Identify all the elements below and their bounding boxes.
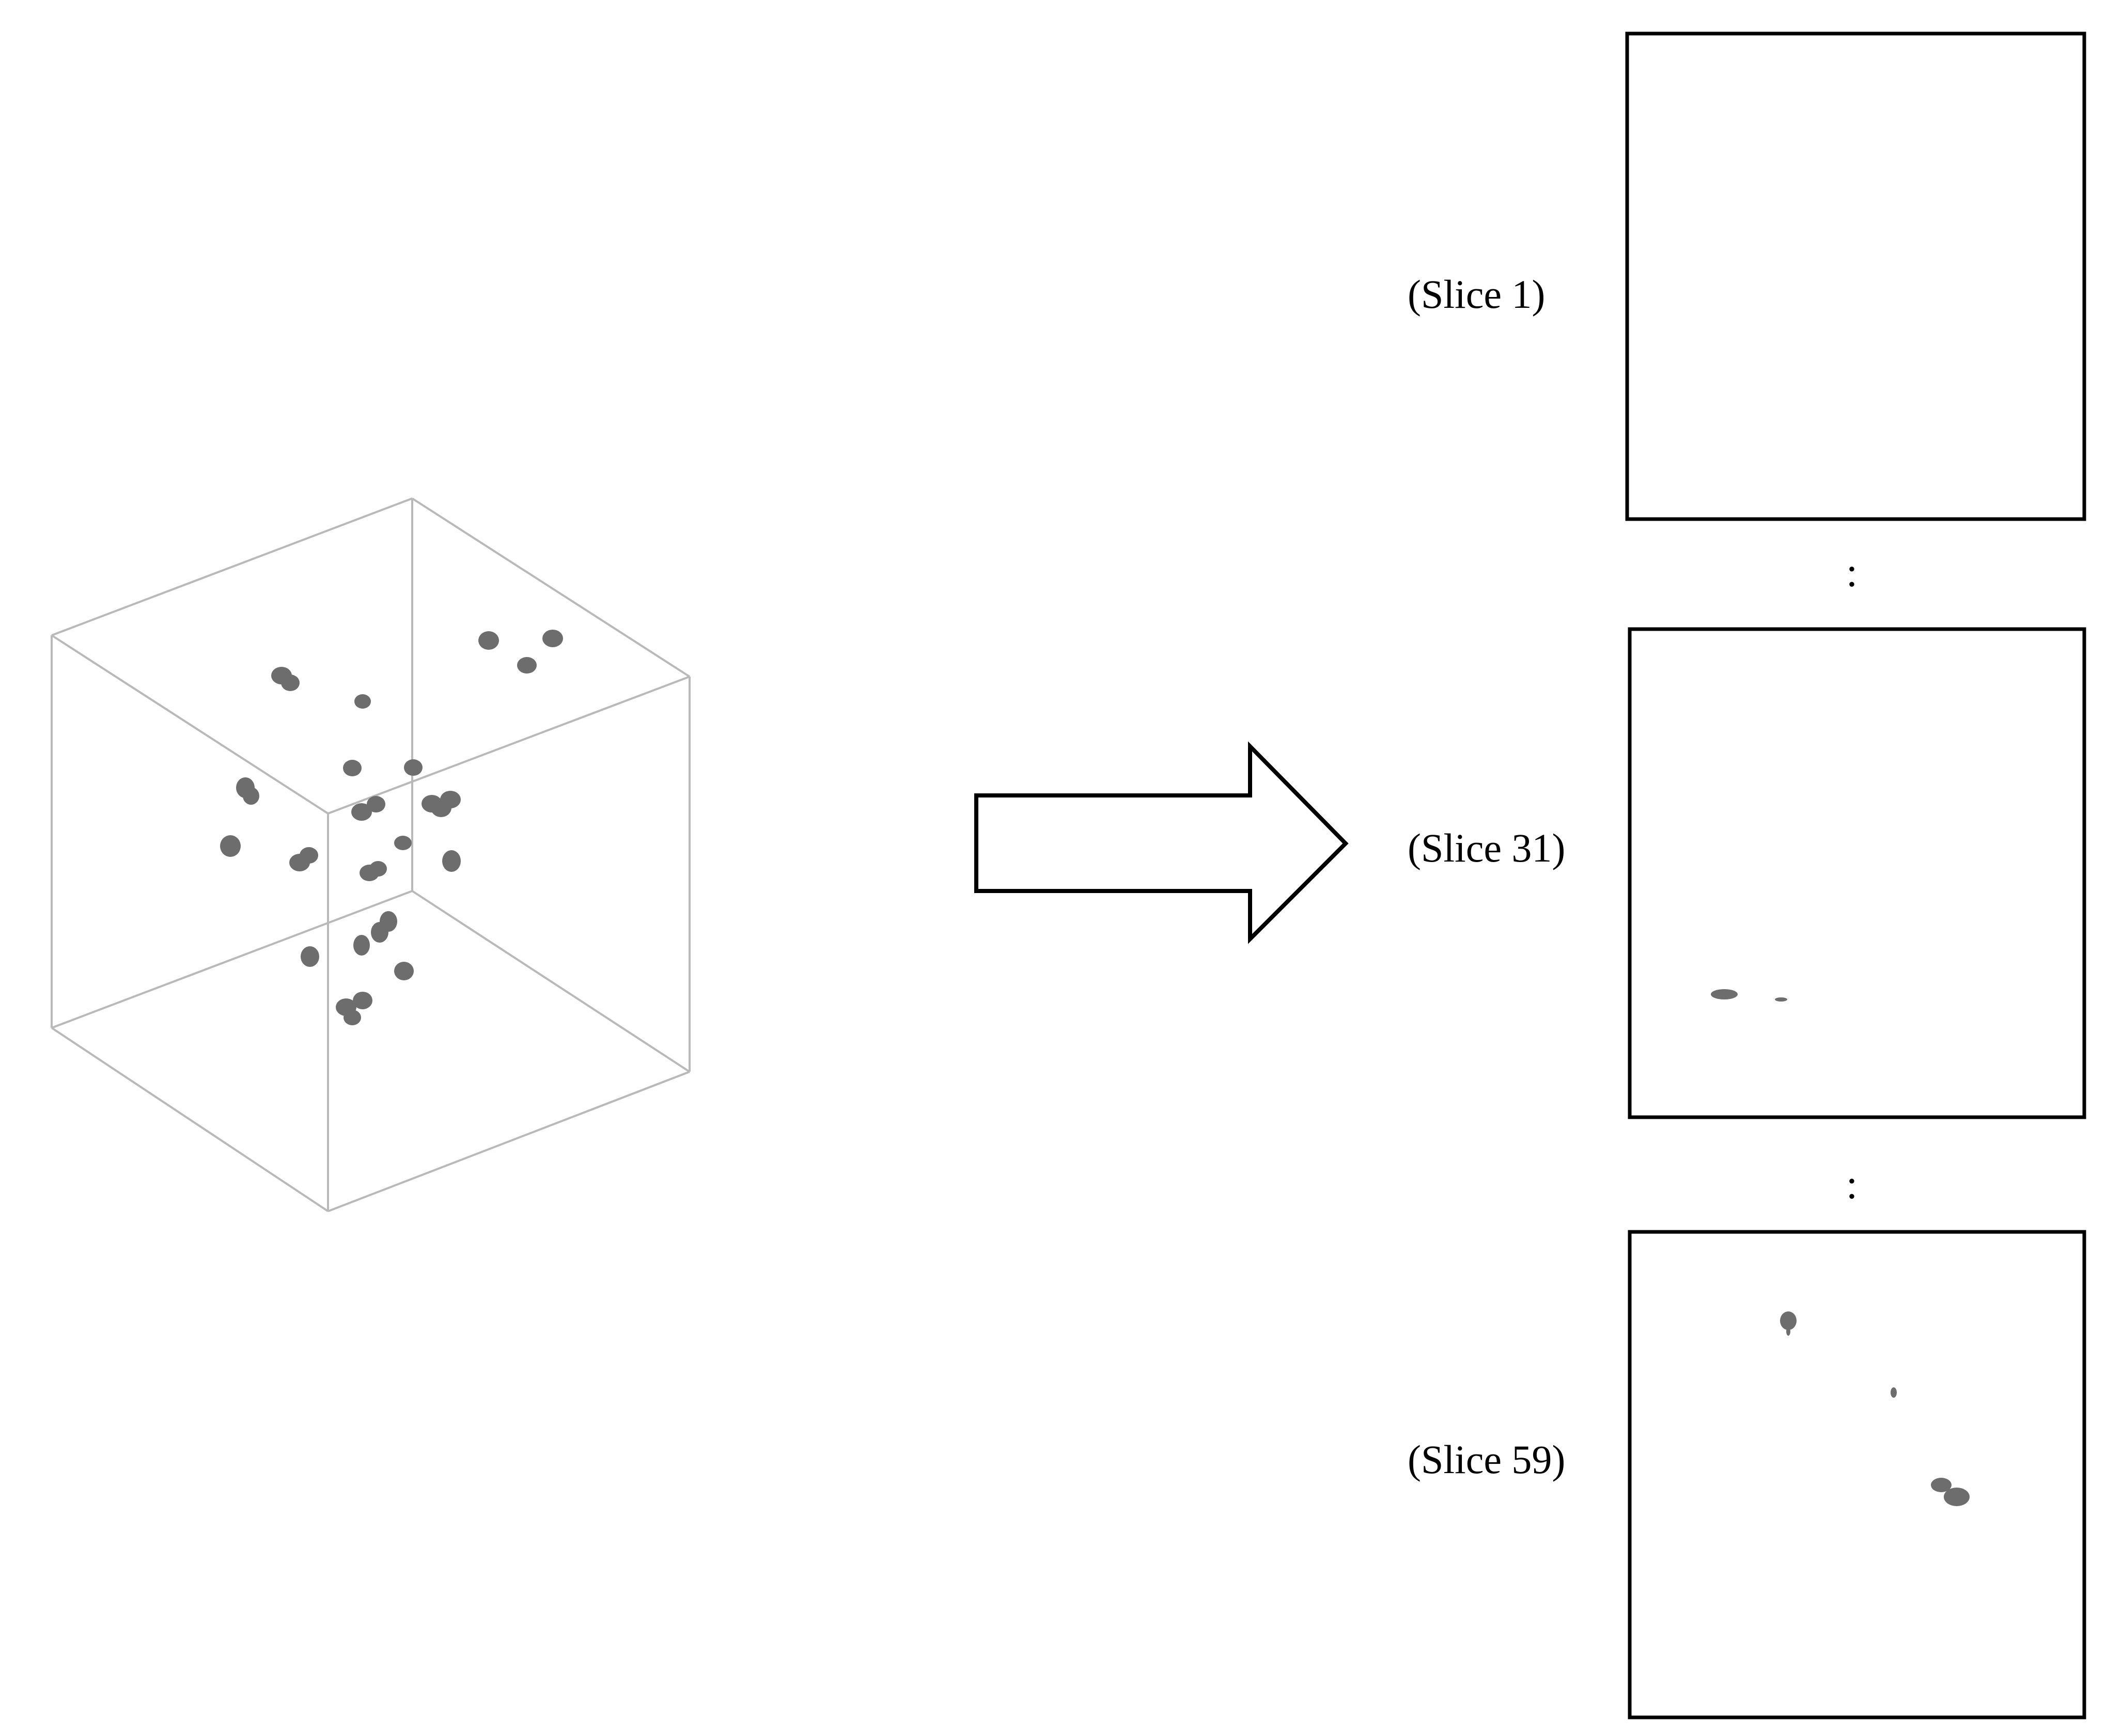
particle [300,847,318,864]
cube-edge [327,676,690,815]
particle [1944,1488,1970,1506]
particle [1780,1311,1797,1330]
particle [542,630,563,647]
slice-label: (Slice 59) [1408,1437,1565,1482]
particle [354,694,371,709]
slice-31-panel: (Slice 31) [1408,627,2086,1119]
cube-edge [51,1027,329,1212]
slice-1-panel: (Slice 1) [1408,32,2086,521]
particle [367,796,385,812]
particle [442,850,461,872]
particle [353,992,372,1009]
cube-edge [411,890,691,1073]
particle [394,836,412,850]
slice-59-panel: (Slice 59) [1408,1230,2086,1719]
particle [404,759,423,776]
slice-frame [1625,32,2086,521]
slice-label: (Slice 31) [1408,825,1565,870]
particle [281,675,300,691]
particle-cluster [220,630,563,1025]
particle [1786,1327,1790,1336]
particle [343,760,362,776]
separator-colon: : [1846,550,1858,596]
slice-frame [1628,627,2086,1119]
slice-label: (Slice 1) [1408,272,1545,317]
cube-edge [51,634,329,815]
cube-edge [51,497,413,636]
particle [243,787,259,805]
particle [1891,1387,1897,1398]
particle [1775,997,1787,1002]
cube-edge [51,890,413,1029]
particle [478,631,499,650]
particle [369,861,387,877]
particle [1711,989,1738,999]
particle [394,962,414,980]
particle [353,935,370,956]
volume-cube [51,497,691,1212]
particle [301,946,319,967]
particle [1931,1478,1952,1492]
particle [440,791,461,808]
cube-edge [411,497,691,678]
separator-colon: : [1846,1162,1858,1208]
particle [351,803,372,821]
cube-edge [327,1071,690,1212]
slice-frame [1628,1230,2086,1719]
particle [220,835,241,857]
particle [517,657,537,674]
particle [380,911,397,932]
particle [344,1010,361,1025]
right-arrow-icon [974,741,1349,944]
